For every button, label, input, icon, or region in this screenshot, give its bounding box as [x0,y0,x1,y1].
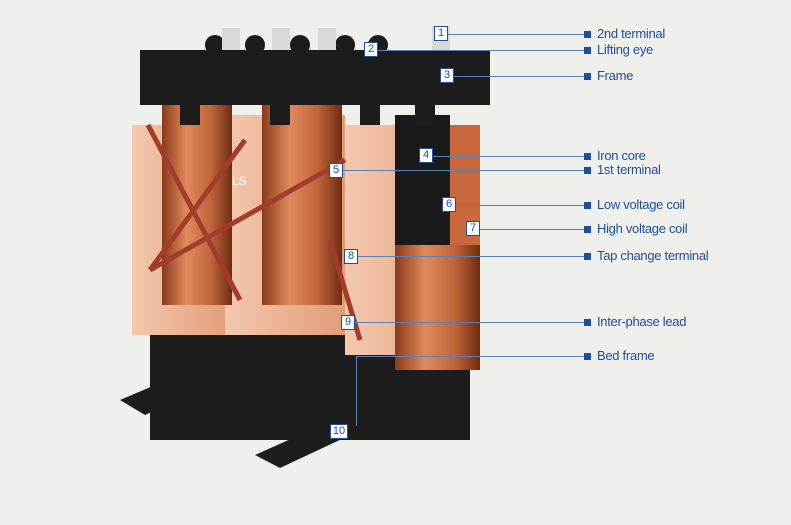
label-2nd-terminal: 2nd terminal [597,26,665,41]
label-1st-terminal: 1st terminal [597,162,661,177]
label-low-voltage-coil: Low voltage coil [597,197,685,212]
coil-phase-b [262,105,342,305]
callout-4: 4 [419,148,433,163]
label-lifting-eye: Lifting eye [597,42,653,57]
label-bed-frame: Bed frame [597,348,655,363]
label-iron-core: Iron core [597,148,646,163]
inter-phase-lead [145,123,363,341]
frame [140,50,490,125]
callout-7: 7 [466,221,480,236]
callout-8: 8 [344,249,358,264]
label-tap-change-terminal: Tap change terminal [597,248,709,263]
callout-3: 3 [440,68,454,83]
callout-10: 10 [330,424,348,439]
callout-9: 9 [341,315,355,330]
callout-5: 5 [329,163,343,178]
callout-1: 1 [434,26,448,41]
callout-2: 2 [364,42,378,57]
label-inter-phase-lead: Inter-phase lead [597,314,687,329]
iron-core [395,115,450,245]
label-high-voltage-coil: High voltage coil [597,221,688,236]
callout-6: 6 [442,197,456,212]
label-frame: Frame [597,68,634,83]
brand-mark: LS [232,174,247,188]
